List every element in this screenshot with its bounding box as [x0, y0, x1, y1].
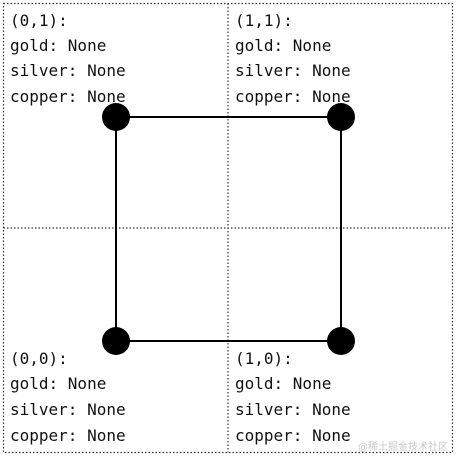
cell-copper: copper: None [10, 87, 126, 106]
cell-silver: silver: None [10, 61, 126, 80]
node-1-0 [327, 327, 355, 355]
cell-gold: gold: None [235, 36, 331, 55]
graph-nodes [102, 103, 355, 355]
graph-edges [115, 116, 342, 342]
cell-gold: gold: None [10, 36, 106, 55]
node-0-1 [102, 103, 130, 131]
cell-copper: copper: None [10, 426, 126, 445]
cell-gold: gold: None [10, 374, 106, 393]
cell-1-0: (1,0): gold: None silver: None copper: N… [235, 349, 351, 445]
cell-copper: copper: None [235, 426, 351, 445]
node-0-0 [102, 327, 130, 355]
cell-silver: silver: None [235, 400, 351, 419]
cell-header: (1,1): [235, 11, 293, 30]
cell-0-1: (0,1): gold: None silver: None copper: N… [10, 11, 126, 106]
cell-header: (1,0): [235, 349, 293, 368]
watermark: @稀土掘金技术社区 [358, 440, 448, 453]
cell-header: (0,0): [10, 349, 68, 368]
cell-silver: silver: None [235, 61, 351, 80]
cell-0-0: (0,0): gold: None silver: None copper: N… [10, 349, 126, 445]
cell-silver: silver: None [10, 400, 126, 419]
cell-copper: copper: None [235, 87, 351, 106]
cell-header: (0,1): [10, 11, 68, 30]
node-1-1 [327, 103, 355, 131]
cell-gold: gold: None [235, 374, 331, 393]
cell-1-1: (1,1): gold: None silver: None copper: N… [235, 11, 351, 106]
